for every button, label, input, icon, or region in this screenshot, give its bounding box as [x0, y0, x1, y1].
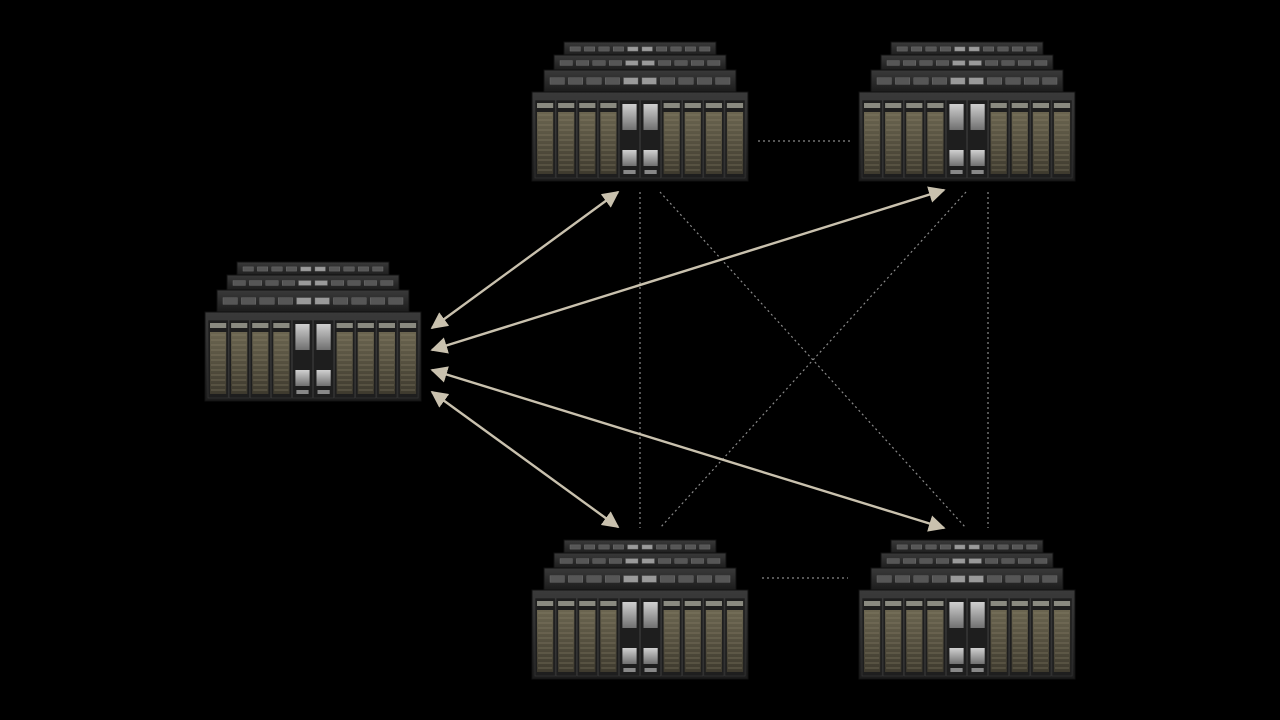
double-arrow-source-bottom-left — [430, 391, 620, 528]
server-cluster-icon — [858, 539, 1076, 680]
server-cluster-icon — [531, 41, 749, 182]
server-cluster-icon — [858, 41, 1076, 182]
dotted-links — [639, 140, 989, 579]
arrows — [430, 186, 946, 532]
nodes — [204, 41, 1076, 680]
double-arrow-source-top-right — [430, 186, 946, 354]
server-cluster-icon — [204, 261, 422, 402]
double-arrow-source-top-left — [430, 191, 620, 329]
server-cluster-icon — [531, 539, 749, 680]
